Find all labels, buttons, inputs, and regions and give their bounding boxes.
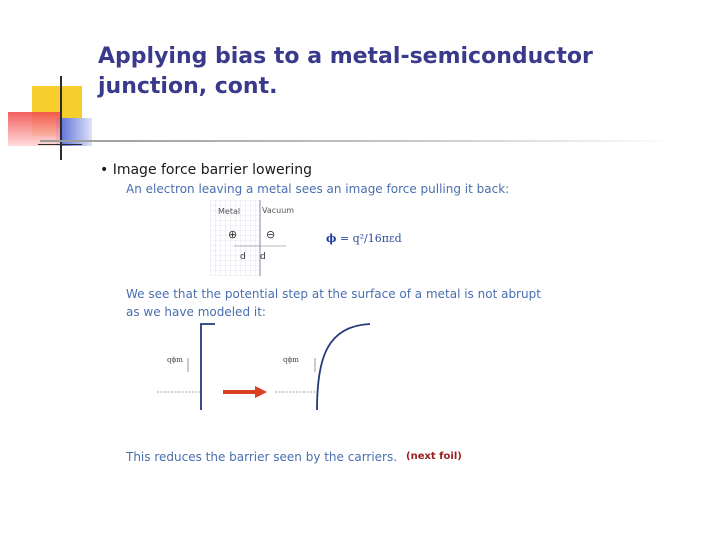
- phi-symbol: ϕ: [326, 232, 337, 245]
- subpoint-image-force: An electron leaving a metal sees an imag…: [126, 182, 510, 196]
- formula-expression: = q²/16πεd: [339, 232, 402, 245]
- title-divider: [40, 140, 680, 142]
- rounded-barrier-curve: [316, 323, 371, 411]
- distance-label-left: d: [240, 252, 246, 262]
- metal-region: [210, 200, 260, 276]
- subpoint-barrier-reduction: This reduces the barrier seen by the car…: [126, 450, 398, 464]
- positive-charge-icon: ⊕: [228, 228, 237, 241]
- abrupt-barrier-curve: [200, 323, 215, 410]
- metal-label: Metal: [218, 207, 240, 216]
- next-foil-link[interactable]: (next foil): [406, 451, 462, 462]
- barrier-label-left: qϕm: [167, 356, 183, 364]
- barrier-label-right: qϕm: [283, 356, 299, 364]
- slide-title: Applying bias to a metal-semiconductor j…: [98, 44, 593, 99]
- negative-charge-icon: ⊖: [266, 228, 275, 241]
- distance-label-right: d: [260, 252, 266, 262]
- decor-horizontal-line: [38, 144, 82, 145]
- image-force-formula: ϕ = q²/16πεd: [326, 232, 402, 245]
- transition-arrow-icon: [255, 386, 267, 398]
- vacuum-label: Vacuum: [262, 206, 294, 215]
- barrier-profile-diagram: qϕm qϕm: [157, 323, 371, 411]
- decor-vertical-line: [60, 76, 62, 160]
- image-force-diagram: Metal Vacuum ⊕ ⊖ d d: [210, 200, 294, 276]
- subpoint-potential-step: We see that the potential step at the su…: [126, 287, 541, 319]
- bullet-point: • Image force barrier lowering: [100, 162, 313, 178]
